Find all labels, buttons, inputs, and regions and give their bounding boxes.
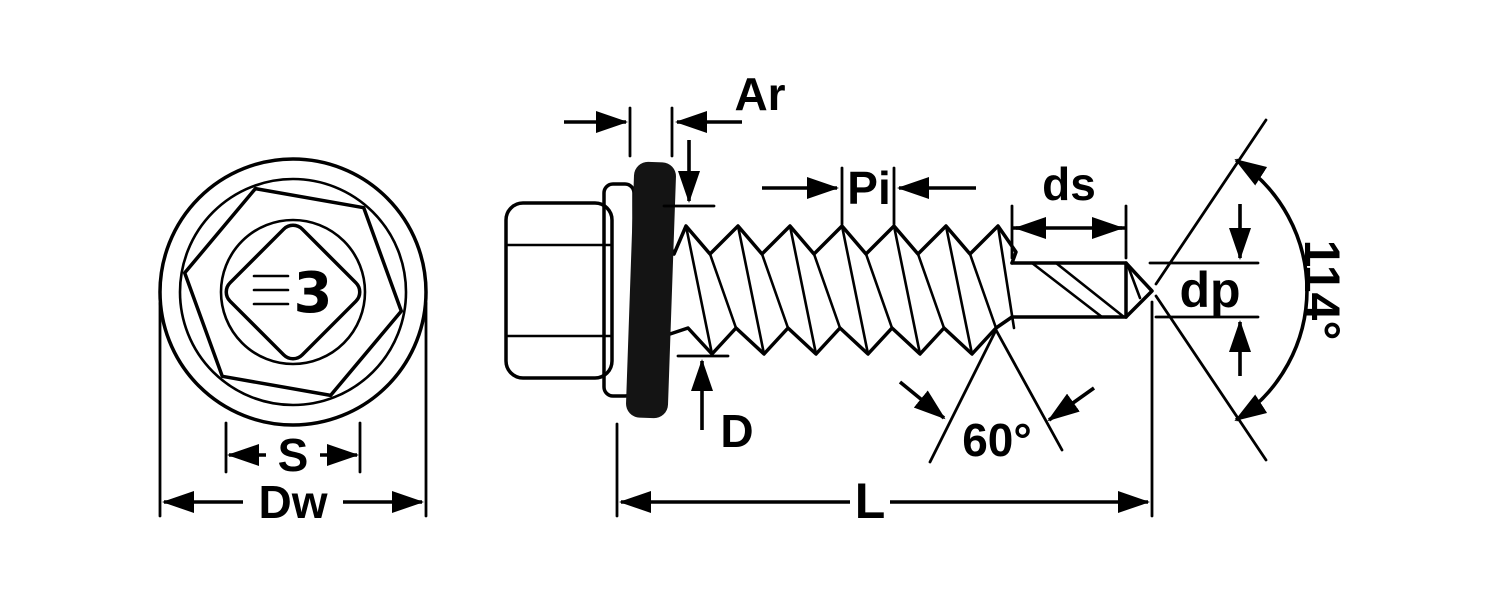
- logo-glyph: 3: [294, 261, 333, 326]
- drill-tip: [1124, 261, 1154, 319]
- dimension-point-angle: 114°: [1154, 118, 1350, 462]
- epdm-sealing-washer: [626, 161, 676, 419]
- angle-line-right: [994, 328, 1064, 452]
- flange-circle: [178, 177, 408, 407]
- drill-point: [1010, 261, 1154, 319]
- threaded-shank: [668, 224, 1018, 356]
- dimension-ar: Ar: [564, 68, 786, 158]
- flute-line: [1030, 261, 1104, 319]
- dimension-s: S: [224, 421, 362, 481]
- dimension-l: L: [615, 300, 1154, 529]
- dimension-pi: Pi: [762, 162, 976, 226]
- label-point-diameter: dp: [1179, 262, 1240, 318]
- screw-front-view: 3 S Dw: [158, 157, 428, 528]
- label-washer-thickness: Ar: [734, 68, 785, 120]
- angle-arc-upper: [1234, 158, 1309, 291]
- logo-diamond: [224, 223, 362, 361]
- label-drill-section: ds: [1042, 158, 1096, 210]
- label-across-flats: S: [278, 429, 309, 481]
- thread-flank-lines: [684, 224, 1016, 356]
- label-washer-diameter: Dw: [259, 476, 328, 528]
- label-overall-length: L: [855, 473, 886, 529]
- label-thread-diameter: D: [720, 405, 753, 457]
- label-thread-angle: 60°: [962, 414, 1032, 466]
- dimension-arrow-right: [1047, 386, 1096, 422]
- angle-line-left: [928, 328, 998, 464]
- head-top-circle: [219, 218, 367, 366]
- angle-line-upper: [1154, 118, 1268, 286]
- dimension-thread-angle: 60°: [898, 328, 1096, 466]
- dimension-d: D: [662, 140, 754, 457]
- flute-line: [1054, 261, 1126, 319]
- dimension-ds: ds: [1010, 158, 1128, 260]
- label-thread-pitch: Pi: [847, 162, 890, 214]
- washer-outer-circle: [158, 157, 428, 427]
- dimension-dp: dp: [1148, 204, 1260, 376]
- label-point-angle: 114°: [1294, 240, 1350, 341]
- zubr-logo: 3: [252, 261, 333, 326]
- thread-bottom-outline: [668, 315, 1014, 356]
- hex-head-outline: [182, 186, 404, 398]
- angle-line-lower: [1154, 294, 1268, 462]
- angle-arc-lower: [1234, 289, 1309, 422]
- cutting-edge: [1126, 264, 1142, 300]
- hex-head-side: [504, 201, 614, 380]
- dimension-dw: Dw: [158, 301, 428, 528]
- screw-side-view: Ar D Pi ds: [504, 68, 1350, 529]
- dimension-arrow-left: [898, 380, 946, 420]
